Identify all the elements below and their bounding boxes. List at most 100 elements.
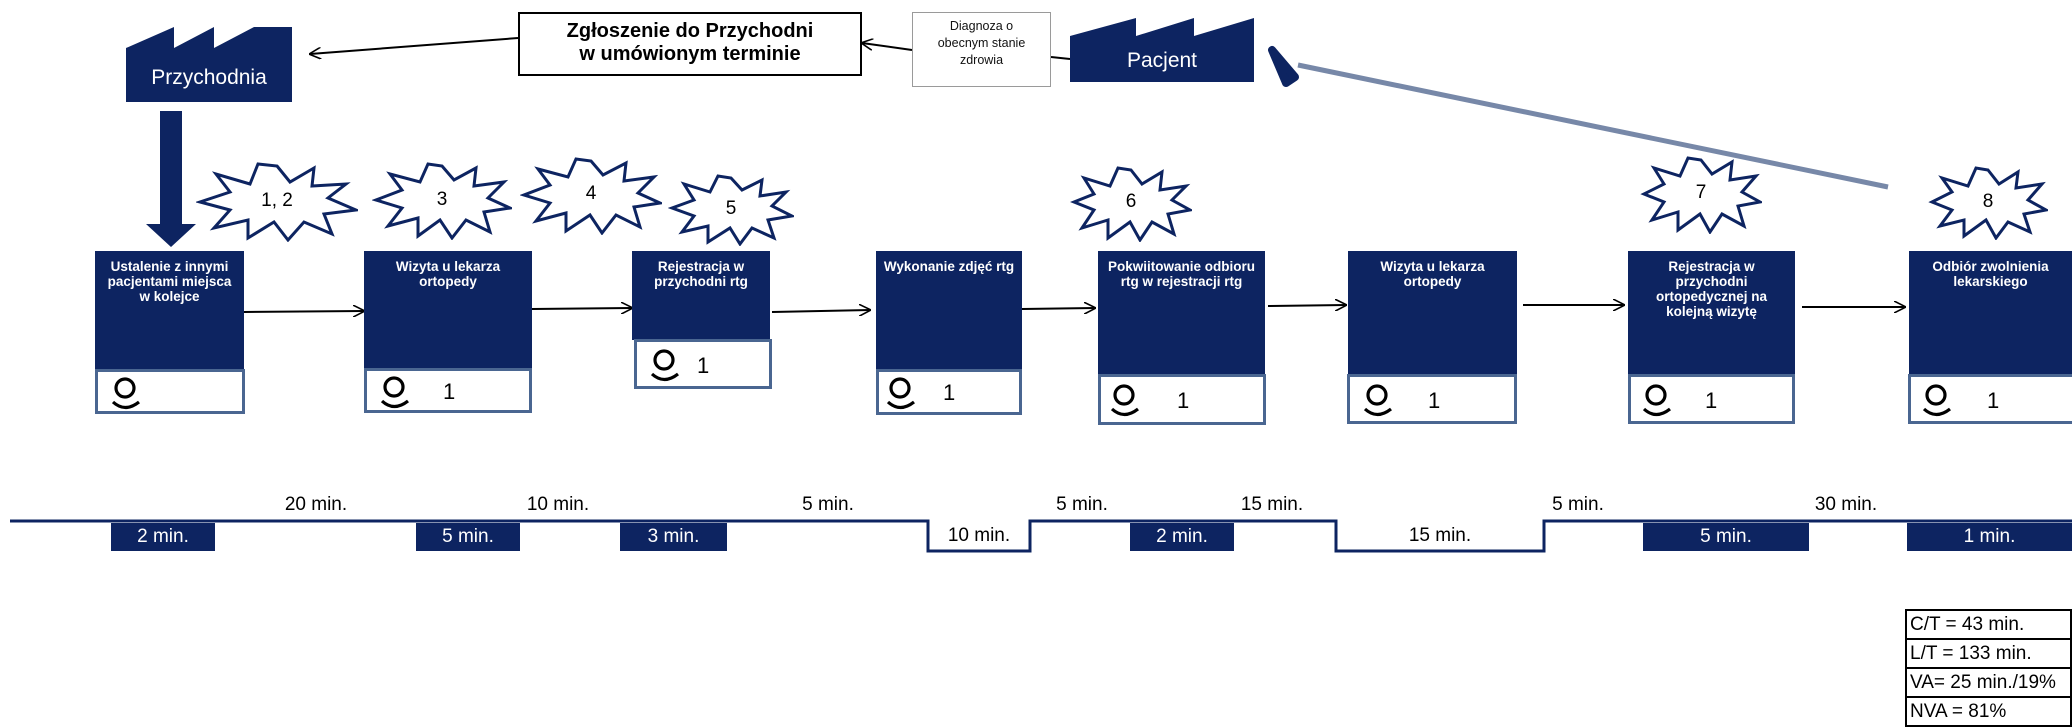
timeline-ladder (10, 519, 2072, 553)
operator-box: 1 (1628, 374, 1795, 424)
process-box: Rejestracja w przychodni rtg (632, 251, 770, 340)
process-name: Wizyta u lekarza ortopedy (1380, 259, 1485, 289)
non-value-added: NVA = 81% (1905, 696, 2072, 727)
burst-label: 6 (1125, 191, 1137, 212)
wait-time: 5 min. (1056, 494, 1108, 515)
order-to-clinic-arrow (310, 37, 519, 54)
operator-icon (380, 376, 409, 409)
operator-box: 1 (1347, 374, 1517, 424)
operator-count: 1 (443, 379, 456, 404)
process-name: Wizyta u lekarza ortopedy (395, 259, 501, 289)
summary-row: VA= 25 min./19% (1905, 667, 2072, 698)
kaizen-burst: 6 (1070, 164, 1192, 242)
summary-row: L/T = 133 min. (1905, 638, 2072, 669)
kaizen-burst-icon (520, 157, 662, 235)
kaizen-burst: 5 (668, 172, 794, 246)
summary-row: C/T = 43 min. (1905, 609, 2072, 640)
factory-icon (126, 27, 292, 102)
diagnosis-box: Diagnoza o obecnym stanie zdrowia (912, 12, 1051, 87)
feedback-arrowhead-icon (1268, 46, 1299, 87)
process-box: Rejestracja w przychodni ortopedycznej n… (1628, 251, 1795, 375)
value-added: VA= 25 min./19% (1905, 667, 2072, 698)
process-box: Odbiór zwolnienia lekarskiego (1909, 251, 2072, 375)
summary-row: NVA = 81% (1905, 696, 2072, 727)
burst-label: 8 (1982, 191, 1994, 212)
wait-time: 10 min. (526, 494, 590, 515)
summary-table: C/T = 43 min. L/T = 133 min. VA= 25 min.… (1905, 609, 2072, 727)
wait-time: 15 min. (1240, 494, 1304, 515)
feedback-arrow-line (1297, 62, 1889, 190)
wait-time: 5 min. (802, 494, 854, 515)
process-time: 15 min. (1408, 525, 1472, 546)
operator-icon (1922, 384, 1951, 417)
kaizen-burst: 8 (1928, 164, 2048, 240)
kaizen-burst-icon (196, 162, 358, 242)
process-name: Odbiór zwolnienia lekarskiego (1932, 259, 2049, 289)
diagnosis-to-order-arrow (862, 43, 913, 51)
process-time: 5 min. (416, 523, 520, 551)
operator-icon (1110, 384, 1139, 417)
lead-time: L/T = 133 min. (1905, 638, 2072, 669)
kaizen-burst: 4 (520, 155, 662, 235)
kaizen-burst-icon (1640, 156, 1762, 234)
operator-count: 1 (1428, 388, 1441, 413)
flow-arrow-2 (531, 308, 632, 309)
wait-time: 30 min. (1814, 494, 1878, 515)
supplier-label: Przychodnia (151, 66, 267, 89)
kaizen-burst-icon (1928, 166, 2048, 240)
operator-count: 1 (1987, 388, 2000, 413)
kaizen-burst: 3 (372, 160, 512, 240)
order-line-1: Zgłoszenie do Przychodni (566, 20, 814, 42)
process-name: Wykonanie zdjęć rtg (883, 259, 1015, 274)
operator-count: 1 (1705, 388, 1718, 413)
burst-label: 4 (585, 183, 597, 204)
patient-to-diagnosis-line (1050, 56, 1071, 60)
diagnosis-line-3: zdrowia (959, 53, 1004, 67)
burst-label: 1, 2 (261, 190, 293, 211)
process-time: 1 min. (1907, 523, 2072, 551)
kaizen-burst-icon (372, 162, 512, 240)
process-name: Pokwiitowanie odbioru rtg w rejestracji … (1107, 259, 1255, 289)
burst-label: 5 (725, 198, 737, 219)
operator-count: 1 (1177, 388, 1190, 413)
process-time: 3 min. (620, 523, 727, 551)
process-time: 2 min. (111, 523, 215, 551)
operator-icon (1363, 384, 1392, 417)
operator-box: 1 (634, 339, 772, 389)
process-name: Ustalenie z innymi pacjentami miejsca w … (107, 259, 232, 304)
push-arrow-icon (146, 111, 196, 247)
burst-label: 3 (436, 189, 448, 210)
factory-icon (1070, 18, 1254, 82)
process-box: Wykonanie zdjęć rtg (876, 251, 1022, 371)
customer-label: Pacjent (1126, 49, 1198, 72)
flow-arrow-5 (1267, 305, 1346, 306)
kaizen-burst: 7 (1640, 154, 1762, 234)
process-box: Wizyta u lekarza ortopedy (364, 251, 532, 369)
operator-count: 1 (943, 380, 956, 405)
operator-box: 1 (1908, 374, 2072, 424)
operator-box (95, 369, 245, 414)
operator-box: 1 (876, 369, 1022, 415)
flow-arrow-4 (1021, 308, 1095, 309)
process-name: Rejestracja w przychodni rtg (654, 259, 748, 289)
burst-label: 7 (1695, 182, 1707, 203)
operator-icon (886, 377, 915, 410)
kaizen-burst-icon (668, 174, 794, 246)
diagnosis-line-2: obecnym stanie (937, 36, 1026, 50)
process-box: Wizyta u lekarza ortopedy (1348, 251, 1517, 375)
order-box: Zgłoszenie do Przychodni w umówionym ter… (518, 12, 862, 76)
wait-time: 5 min. (1552, 494, 1604, 515)
cycle-time: C/T = 43 min. (1905, 609, 2072, 640)
process-box: Pokwiitowanie odbioru rtg w rejestracji … (1098, 251, 1265, 375)
operator-icon (1642, 384, 1671, 417)
process-time: 5 min. (1643, 523, 1809, 551)
operator-box: 1 (1098, 374, 1266, 425)
flow-arrow-1 (243, 311, 364, 312)
operator-box: 1 (364, 368, 532, 413)
wait-time: 20 min. (284, 494, 348, 515)
process-name: Rejestracja w przychodni ortopedycznej n… (1655, 259, 1768, 319)
operator-icon (650, 349, 679, 382)
operator-icon (111, 377, 140, 410)
process-time: 2 min. (1130, 523, 1234, 551)
